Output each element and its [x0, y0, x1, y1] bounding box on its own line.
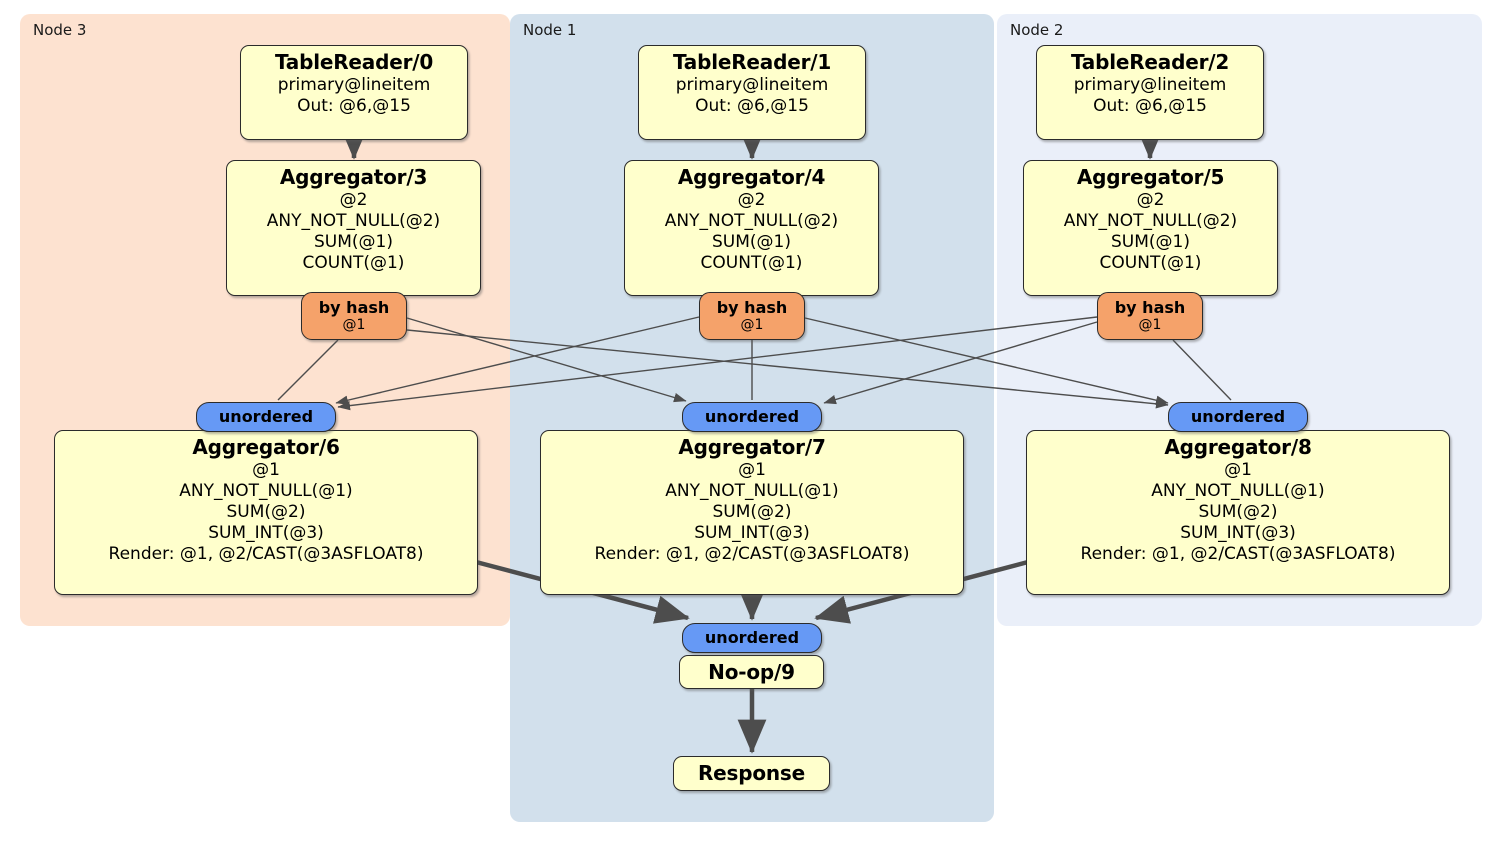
processor-aggregator-7[interactable]: Aggregator/7 @1 ANY_NOT_NULL(@1) SUM(@2)… — [540, 430, 964, 595]
stream-label: unordered — [218, 407, 314, 426]
processor-line: @1 — [738, 460, 766, 480]
processor-line: SUM_INT(@3) — [208, 523, 324, 543]
processor-tablereader-2[interactable]: TableReader/2 primary@lineitem Out: @6,@… — [1036, 45, 1264, 140]
processor-line: ANY_NOT_NULL(@2) — [1063, 211, 1238, 231]
processor-line: @2 — [1136, 190, 1165, 210]
processor-response[interactable]: Response — [673, 756, 830, 791]
processor-render-line: Render: @1, @2/CAST(@3ASFLOAT8) — [1080, 544, 1396, 564]
processor-title: Aggregator/5 — [1076, 165, 1225, 189]
stream-unordered-a[interactable]: unordered — [196, 402, 336, 432]
stream-unordered-c[interactable]: unordered — [1168, 402, 1308, 432]
processor-line: SUM(@1) — [712, 232, 791, 252]
router-by-hash-3[interactable]: by hash @1 — [301, 292, 407, 340]
processor-aggregator-4[interactable]: Aggregator/4 @2 ANY_NOT_NULL(@2) SUM(@1)… — [624, 160, 879, 296]
processor-line: SUM(@2) — [1198, 502, 1278, 522]
processor-render-line: Render: @1, @2/CAST(@3ASFLOAT8) — [108, 544, 424, 564]
node-region-label-node2: Node 2 — [1010, 21, 1064, 39]
processor-line: COUNT(@1) — [1099, 253, 1202, 273]
processor-title: Aggregator/6 — [192, 435, 340, 459]
router-sublabel: @1 — [342, 317, 366, 333]
router-label: by hash — [716, 298, 788, 317]
stream-unordered-b[interactable]: unordered — [682, 402, 822, 432]
processor-title: Aggregator/7 — [678, 435, 826, 459]
processor-line: ANY_NOT_NULL(@1) — [665, 481, 839, 501]
processor-aggregator-6[interactable]: Aggregator/6 @1 ANY_NOT_NULL(@1) SUM(@2)… — [54, 430, 478, 595]
processor-line: COUNT(@1) — [302, 253, 405, 273]
node-region-label-node3: Node 3 — [33, 21, 87, 39]
processor-aggregator-5[interactable]: Aggregator/5 @2 ANY_NOT_NULL(@2) SUM(@1)… — [1023, 160, 1278, 296]
router-by-hash-4[interactable]: by hash @1 — [699, 292, 805, 340]
processor-line: Out: @6,@15 — [297, 96, 411, 116]
router-sublabel: @1 — [740, 317, 764, 333]
processor-line: COUNT(@1) — [700, 253, 803, 273]
processor-line: primary@lineitem — [277, 75, 431, 95]
processor-line: ANY_NOT_NULL(@1) — [179, 481, 353, 501]
processor-title: TableReader/0 — [274, 50, 434, 74]
processor-aggregator-8[interactable]: Aggregator/8 @1 ANY_NOT_NULL(@1) SUM(@2)… — [1026, 430, 1450, 595]
router-label: by hash — [1114, 298, 1186, 317]
processor-line: ANY_NOT_NULL(@1) — [1151, 481, 1325, 501]
processor-title: Aggregator/3 — [279, 165, 428, 189]
processor-no-op-9[interactable]: No-op/9 — [679, 655, 824, 689]
processor-line: SUM(@2) — [712, 502, 792, 522]
processor-line: primary@lineitem — [1073, 75, 1227, 95]
processor-line: SUM(@1) — [314, 232, 393, 252]
processor-tablereader-1[interactable]: TableReader/1 primary@lineitem Out: @6,@… — [638, 45, 866, 140]
processor-line: SUM(@1) — [1111, 232, 1190, 252]
processor-title: TableReader/2 — [1070, 50, 1230, 74]
processor-title: Aggregator/4 — [677, 165, 826, 189]
processor-line: Out: @6,@15 — [1093, 96, 1207, 116]
processor-title: Response — [697, 761, 806, 785]
router-label: by hash — [318, 298, 390, 317]
processor-tablereader-0[interactable]: TableReader/0 primary@lineitem Out: @6,@… — [240, 45, 468, 140]
processor-title: No-op/9 — [708, 659, 795, 684]
stream-label: unordered — [704, 407, 800, 426]
processor-line: SUM(@2) — [226, 502, 306, 522]
processor-line: @2 — [339, 190, 368, 210]
processor-line: primary@lineitem — [675, 75, 829, 95]
processor-line: @1 — [252, 460, 280, 480]
processor-line: ANY_NOT_NULL(@2) — [266, 211, 441, 231]
processor-line: SUM_INT(@3) — [1180, 523, 1296, 543]
stream-unordered-final[interactable]: unordered — [682, 623, 822, 653]
processor-title: Aggregator/8 — [1164, 435, 1312, 459]
processor-render-line: Render: @1, @2/CAST(@3ASFLOAT8) — [594, 544, 910, 564]
processor-line: ANY_NOT_NULL(@2) — [664, 211, 839, 231]
router-sublabel: @1 — [1138, 317, 1162, 333]
processor-aggregator-3[interactable]: Aggregator/3 @2 ANY_NOT_NULL(@2) SUM(@1)… — [226, 160, 481, 296]
stream-label: unordered — [1190, 407, 1286, 426]
processor-line: SUM_INT(@3) — [694, 523, 810, 543]
processor-line: Out: @6,@15 — [695, 96, 809, 116]
stream-label: unordered — [704, 628, 800, 647]
processor-line: @1 — [1224, 460, 1252, 480]
node-region-label-node1: Node 1 — [523, 21, 577, 39]
processor-title: TableReader/1 — [672, 50, 832, 74]
router-by-hash-5[interactable]: by hash @1 — [1097, 292, 1203, 340]
processor-line: @2 — [737, 190, 766, 210]
